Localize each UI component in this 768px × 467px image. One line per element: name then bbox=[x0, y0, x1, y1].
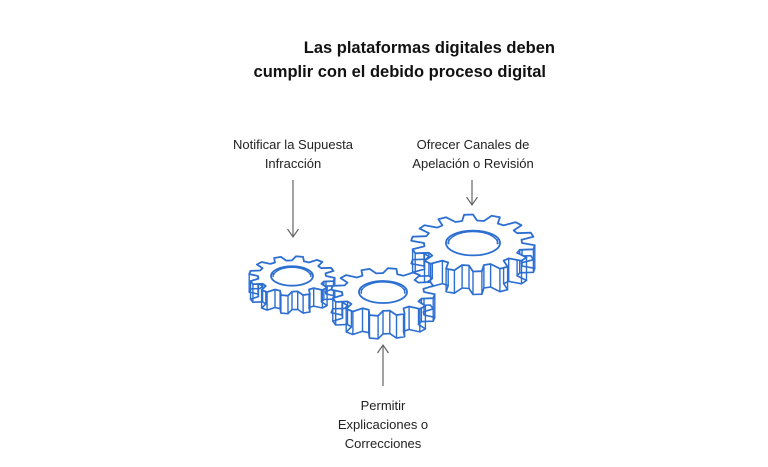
label-notify-line-1: Notificar la Supuesta bbox=[233, 137, 353, 152]
gear-middle bbox=[330, 267, 436, 340]
title-line-1: Las plataformas digitales deben bbox=[303, 39, 555, 57]
label-notify-line-2: Infracción bbox=[264, 156, 322, 171]
diagram-title: Las plataformas digitales deben cumplir … bbox=[225, 36, 555, 84]
gear-left bbox=[248, 255, 336, 315]
label-appeal: Ofrecer Canales de Apelación o Revisión bbox=[388, 135, 558, 173]
arrow-explain bbox=[377, 343, 389, 386]
label-explain-line-2: Explicaciones o bbox=[337, 417, 429, 432]
label-notify: Notificar la Supuesta Infracción bbox=[208, 135, 378, 173]
gear-right bbox=[410, 213, 536, 296]
gears-group bbox=[248, 213, 536, 340]
label-explain-line-1: Permitir bbox=[360, 398, 406, 413]
arrows-group bbox=[287, 180, 478, 386]
arrow-appeal bbox=[466, 180, 478, 207]
arrow-notify bbox=[287, 180, 299, 239]
label-appeal-line-2: Apelación o Revisión bbox=[412, 156, 534, 171]
title-line-2: cumplir con el debido proceso digital bbox=[253, 63, 546, 81]
label-explain: Permitir Explicaciones o Correcciones bbox=[298, 396, 468, 453]
label-explain-line-3: Correcciones bbox=[344, 436, 422, 451]
label-appeal-line-1: Ofrecer Canales de bbox=[416, 137, 530, 152]
